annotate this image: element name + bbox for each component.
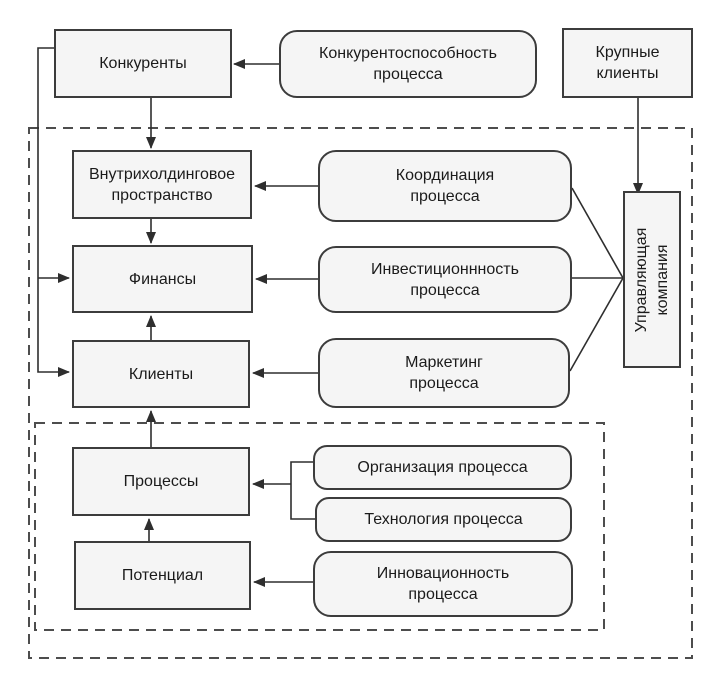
node-clients: Клиенты (72, 340, 250, 408)
node-process-competitiveness: Конкурентоспособность процесса (279, 30, 537, 98)
arrow-competitors-to-clients (37, 47, 70, 377)
node-process-innovation: Инновационность процесса (313, 551, 573, 617)
management-company-label: Управляющая компания (633, 227, 671, 332)
bracket-organization-technology (290, 461, 315, 520)
node-process-coordination: Координация процесса (318, 150, 572, 222)
node-process-marketing: Маркетинг процесса (318, 338, 570, 408)
holding-boundary (28, 127, 693, 659)
process-boundary (34, 422, 605, 631)
line-coordination-to-management (571, 187, 624, 279)
node-management-company: Управляющая компания (623, 191, 681, 368)
node-major-clients: Крупные клиенты (562, 28, 693, 98)
node-intraholding-space: Внутрихолдинговое пространство (72, 150, 252, 219)
node-process-technology: Технология процесса (315, 497, 572, 542)
node-potential: Потенциал (74, 541, 251, 610)
line-marketing-to-management (569, 277, 624, 372)
node-process-organization: Организация процесса (313, 445, 572, 490)
node-competitors: Конкуренты (54, 29, 232, 98)
node-finances: Финансы (72, 245, 253, 313)
node-processes: Процессы (72, 447, 250, 516)
node-process-investment: Инвестиционнность процесса (318, 246, 572, 313)
